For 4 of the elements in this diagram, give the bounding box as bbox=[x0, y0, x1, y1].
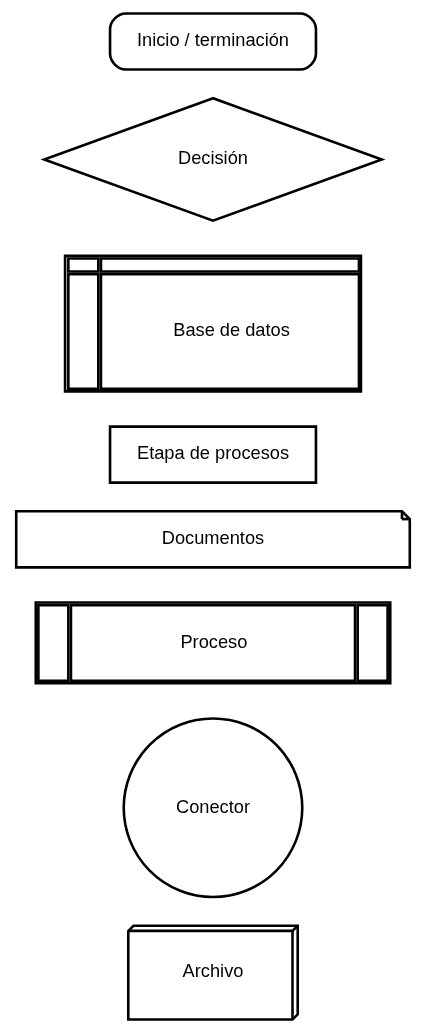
node-circle: Conector bbox=[121, 717, 304, 899]
node-box: Etapa de procesos bbox=[108, 425, 317, 484]
node-box: Inicio / terminación bbox=[108, 12, 317, 71]
node-diamond: Decisión bbox=[39, 96, 386, 223]
